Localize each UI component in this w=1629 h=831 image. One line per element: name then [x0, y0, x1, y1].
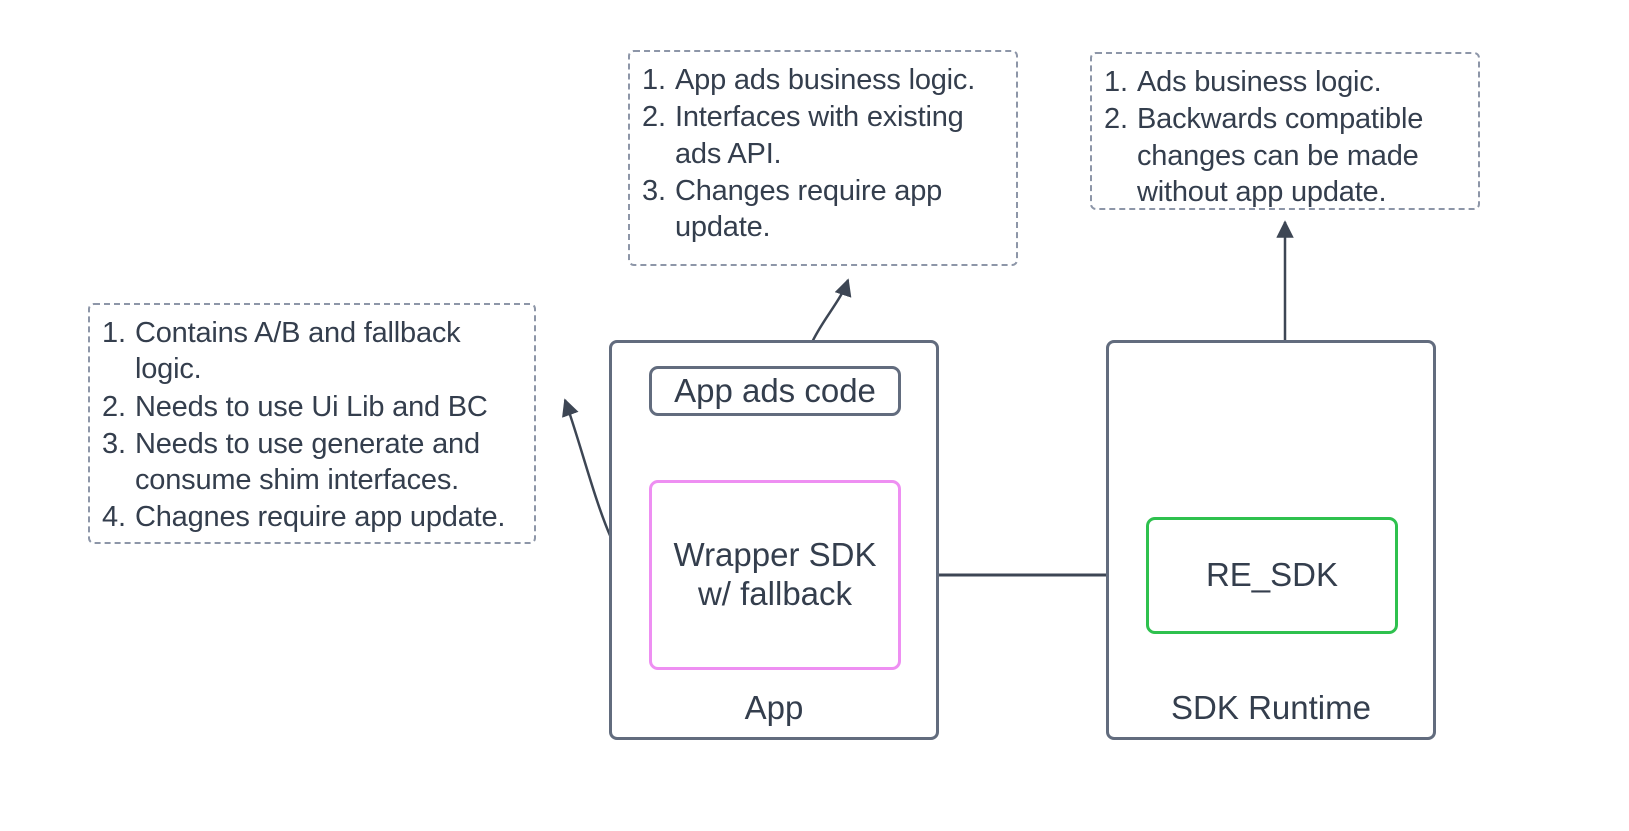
sdk-runtime-container-label: SDK Runtime [1171, 689, 1371, 726]
node-wrapper-sdk[interactable]: Wrapper SDK w/ fallback [649, 480, 901, 670]
re-sdk-note: Ads business logic. Backwards compatible… [1090, 52, 1480, 210]
note-item: App ads business logic. [642, 62, 976, 99]
note-item: Contains A/B and fallback logic. [102, 315, 461, 386]
note-item: Backwards compatible changes can be made… [1104, 101, 1424, 208]
node-wrapper-sdk-label-line1: Wrapper SDK [673, 536, 877, 574]
note-item: Interfaces with existing ads API. [642, 99, 964, 170]
app-ads-code-note-list: App ads business logic. Interfaces with … [642, 62, 1002, 245]
wrapper-sdk-note: Contains A/B and fallback logic. Needs t… [88, 303, 536, 544]
wrapper-sdk-note-list: Contains A/B and fallback logic. Needs t… [102, 315, 520, 536]
note-item: Needs to use Ui Lib and BC [102, 389, 488, 426]
note-item: Needs to use generate and consume shim i… [102, 426, 480, 496]
node-re-sdk-label: RE_SDK [1205, 556, 1339, 594]
re-sdk-note-list: Ads business logic. Backwards compatible… [1104, 64, 1464, 210]
node-wrapper-sdk-label-line2: w/ fallback [697, 575, 853, 612]
node-wrapper-sdk-label: Wrapper SDK w/ fallback [674, 536, 877, 614]
app-container-label: App [744, 689, 804, 726]
app-ads-code-note: App ads business logic. Interfaces with … [628, 50, 1018, 266]
note-item: Ads business logic. [1104, 64, 1382, 101]
note-item: Changes require app update. [642, 173, 943, 243]
node-re-sdk[interactable]: RE_SDK [1146, 517, 1398, 634]
node-app-ads-code-label: App ads code [674, 371, 876, 409]
note-item: Chagnes require app update. [102, 499, 506, 536]
node-app-ads-code[interactable]: App ads code [649, 366, 901, 416]
